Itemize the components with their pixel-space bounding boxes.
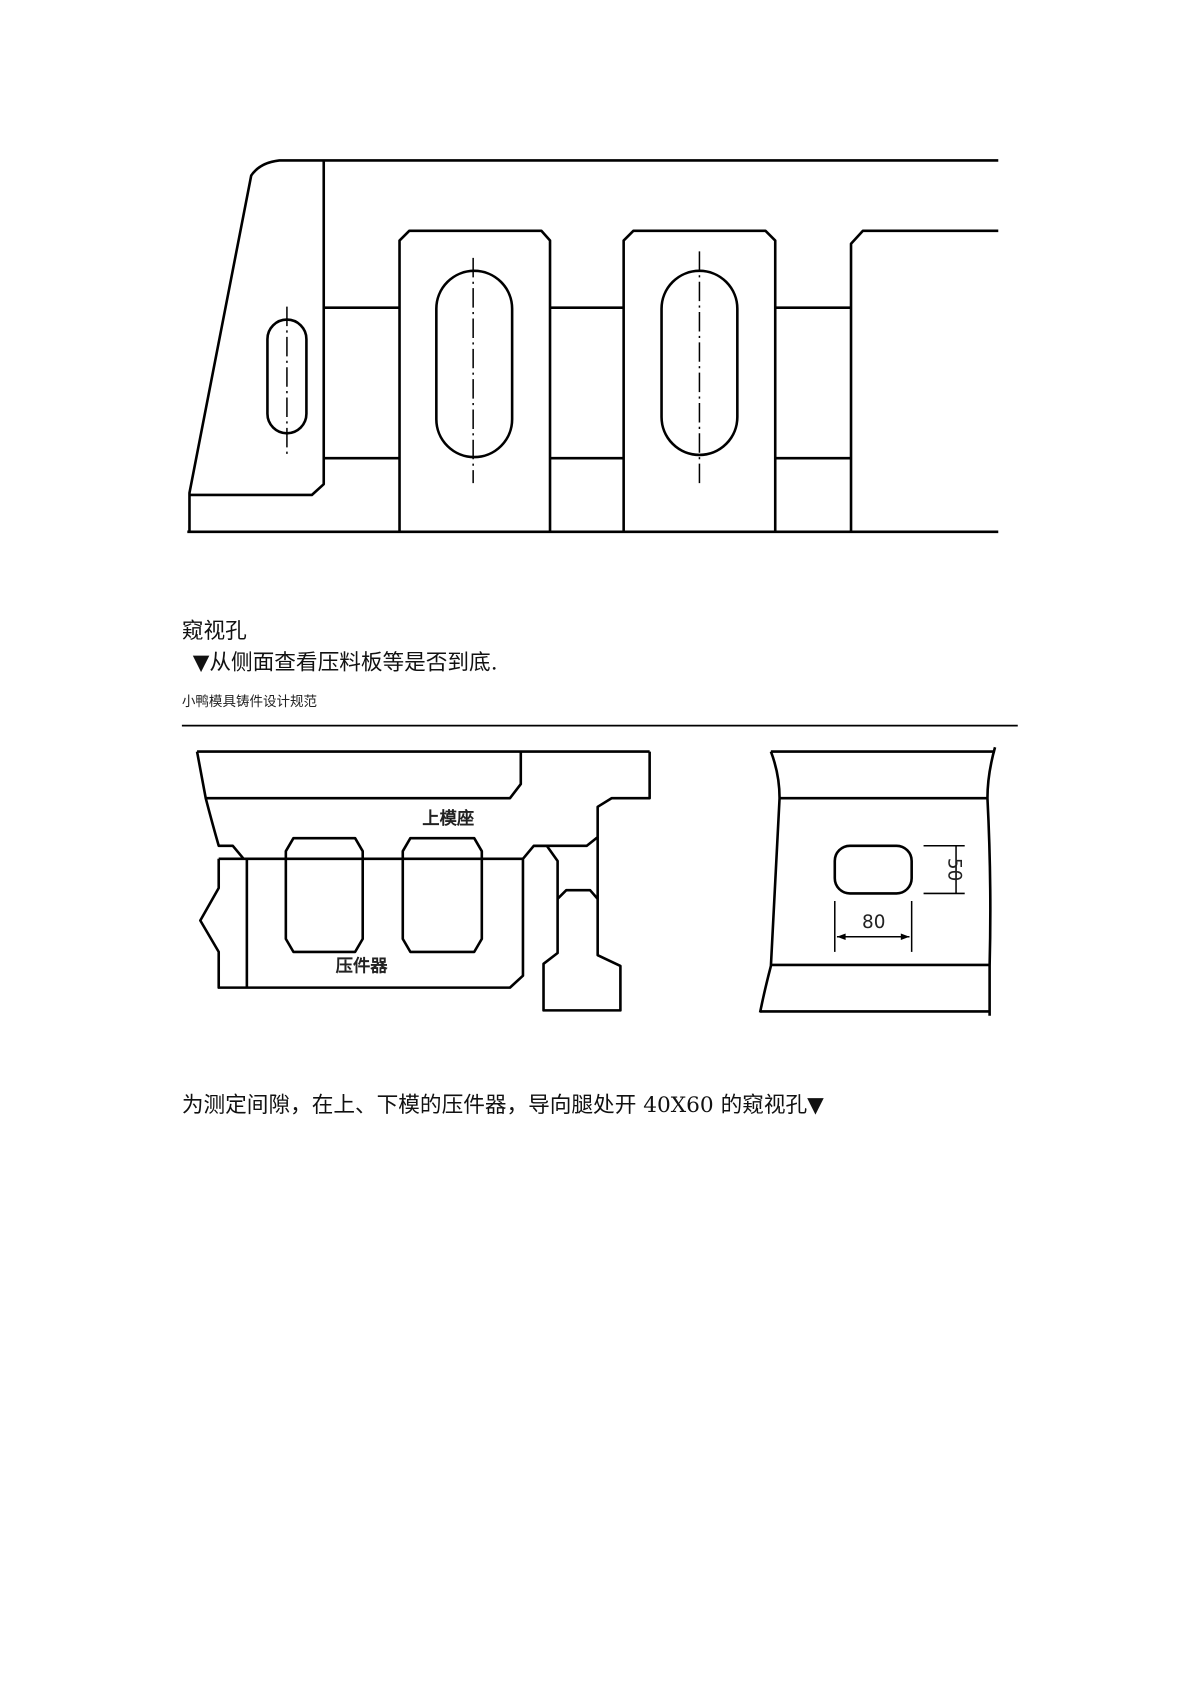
figure-die-section-drawing: 上模座 压件器 [195, 750, 651, 1012]
figure-side-view-drawing [187, 159, 999, 534]
peep-hole [833, 844, 913, 895]
label-upper-die-seat: 上模座 [422, 808, 474, 829]
pad-window-1 [284, 836, 365, 954]
bullet-text: ▼从侧面查看压料板等是否到底. [193, 650, 498, 675]
figure-peep-hole-dimension-drawing: 50 80 [758, 746, 997, 1016]
pad-window-2 [401, 836, 484, 954]
running-header: 小鸭模具铸件设计规范 [182, 694, 317, 710]
label-pressure-pad: 压件器 [336, 955, 389, 976]
body-text: 为测定间隙，在上、下模的压件器，导向腿处开 40X60 的窥视孔▼ [182, 1093, 824, 1118]
dimension-height: 50 [943, 858, 964, 881]
peep-hole-1 [435, 269, 514, 459]
dimension-width: 80 [862, 912, 885, 933]
section-title: 窥视孔 [182, 619, 247, 644]
